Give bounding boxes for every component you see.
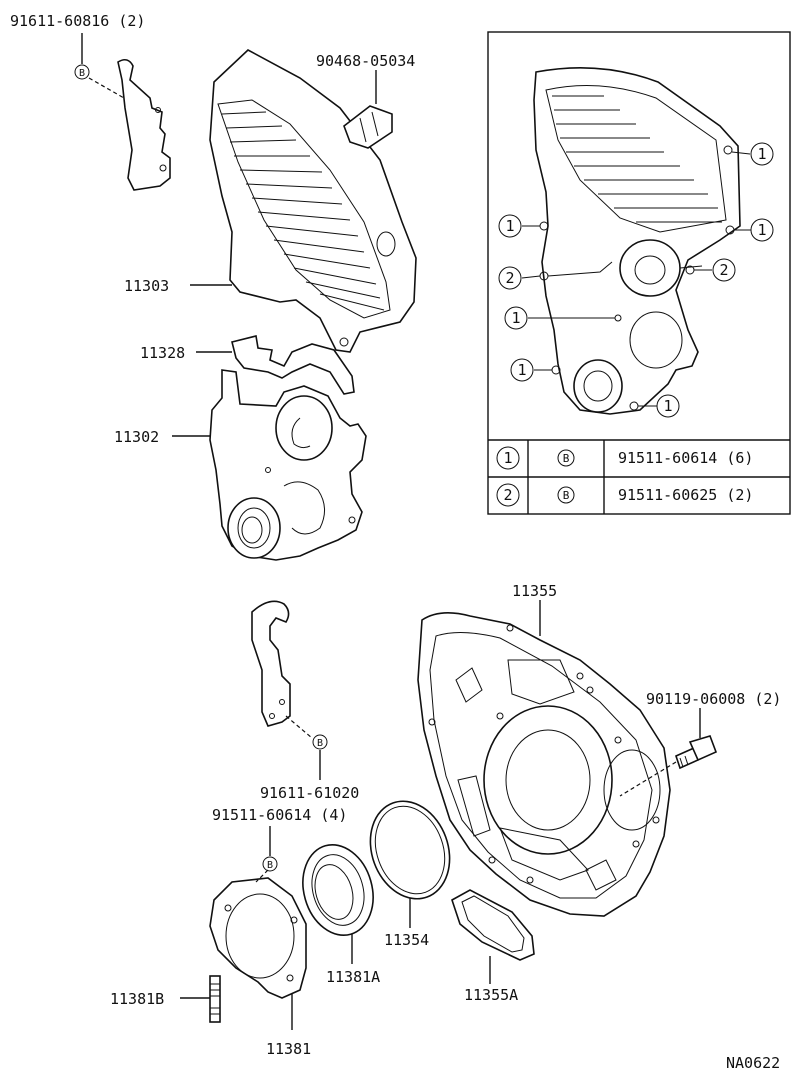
label-11381B: 11381B bbox=[110, 990, 164, 1008]
bolt-table-part-2: 91511-60625 (2) bbox=[618, 486, 753, 504]
label-91611-60816: 91611-60816 (2) bbox=[10, 12, 145, 30]
label-91611-61020: 91611-61020 bbox=[260, 784, 359, 802]
b-marker-text-2: B bbox=[317, 738, 323, 749]
bolt-table-index-2: 2 bbox=[503, 486, 512, 504]
bolt-table-row-1: 1 B 91511-60614 (6) bbox=[496, 446, 753, 470]
callout-2-a: 2 bbox=[505, 269, 514, 287]
inset-bolt-location-panel: 1 1 1 2 2 1 1 1 bbox=[487, 31, 791, 515]
label-11381: 11381 bbox=[266, 1040, 311, 1058]
label-11302: 11302 bbox=[114, 428, 159, 446]
label-90119-06008: 90119-06008 (2) bbox=[646, 690, 781, 708]
gasket-11328 bbox=[231, 335, 355, 395]
bolt-90119 bbox=[675, 735, 718, 770]
b-marker-text-3: B bbox=[267, 860, 273, 871]
label-11355: 11355 bbox=[512, 582, 557, 600]
stud-11381B bbox=[209, 975, 221, 1023]
b-marker-icon bbox=[312, 734, 328, 750]
oil-seal-11381A bbox=[302, 843, 374, 937]
label-11354: 11354 bbox=[384, 931, 429, 949]
callout-1-d: 1 bbox=[511, 309, 520, 327]
bracket-upper bbox=[117, 58, 171, 191]
callout-1-f: 1 bbox=[663, 397, 672, 415]
label-11355A: 11355A bbox=[464, 986, 518, 1004]
bolt-table-index-1: 1 bbox=[503, 449, 512, 467]
b-marker-text: B bbox=[79, 68, 85, 79]
clip-90468 bbox=[343, 105, 393, 149]
oring-11354 bbox=[369, 800, 451, 900]
label-11328: 11328 bbox=[140, 344, 185, 362]
label-11381A: 11381A bbox=[326, 968, 380, 986]
callout-1-a: 1 bbox=[757, 145, 766, 163]
drawing-code: NA0622 bbox=[726, 1054, 780, 1072]
callout-2-b: 2 bbox=[719, 261, 728, 279]
lower-timing-cover bbox=[209, 369, 367, 561]
label-91511-60614: 91511-60614 (4) bbox=[212, 806, 347, 824]
callout-1-c: 1 bbox=[757, 221, 766, 239]
label-90468-05034: 90468-05034 bbox=[316, 52, 415, 70]
callout-1-e: 1 bbox=[517, 361, 526, 379]
upper-timing-cover bbox=[209, 49, 417, 353]
bracket-lower bbox=[251, 600, 291, 727]
bolt-table-row-2: 2 B 91511-60625 (2) bbox=[496, 483, 753, 507]
label-11303: 11303 bbox=[124, 277, 169, 295]
gasket-11355A bbox=[451, 889, 535, 961]
callout-1-b: 1 bbox=[505, 217, 514, 235]
oil-seal-retainer-11381 bbox=[209, 877, 307, 999]
bolt-table-symbol-2: B bbox=[563, 489, 570, 502]
bolt-table-part-1: 91511-60614 (6) bbox=[618, 449, 753, 467]
b-marker-icon bbox=[262, 856, 278, 872]
bolt-table-symbol-1: B bbox=[563, 452, 570, 465]
rear-end-plate-11355 bbox=[417, 612, 671, 917]
b-marker-icon bbox=[74, 64, 90, 80]
